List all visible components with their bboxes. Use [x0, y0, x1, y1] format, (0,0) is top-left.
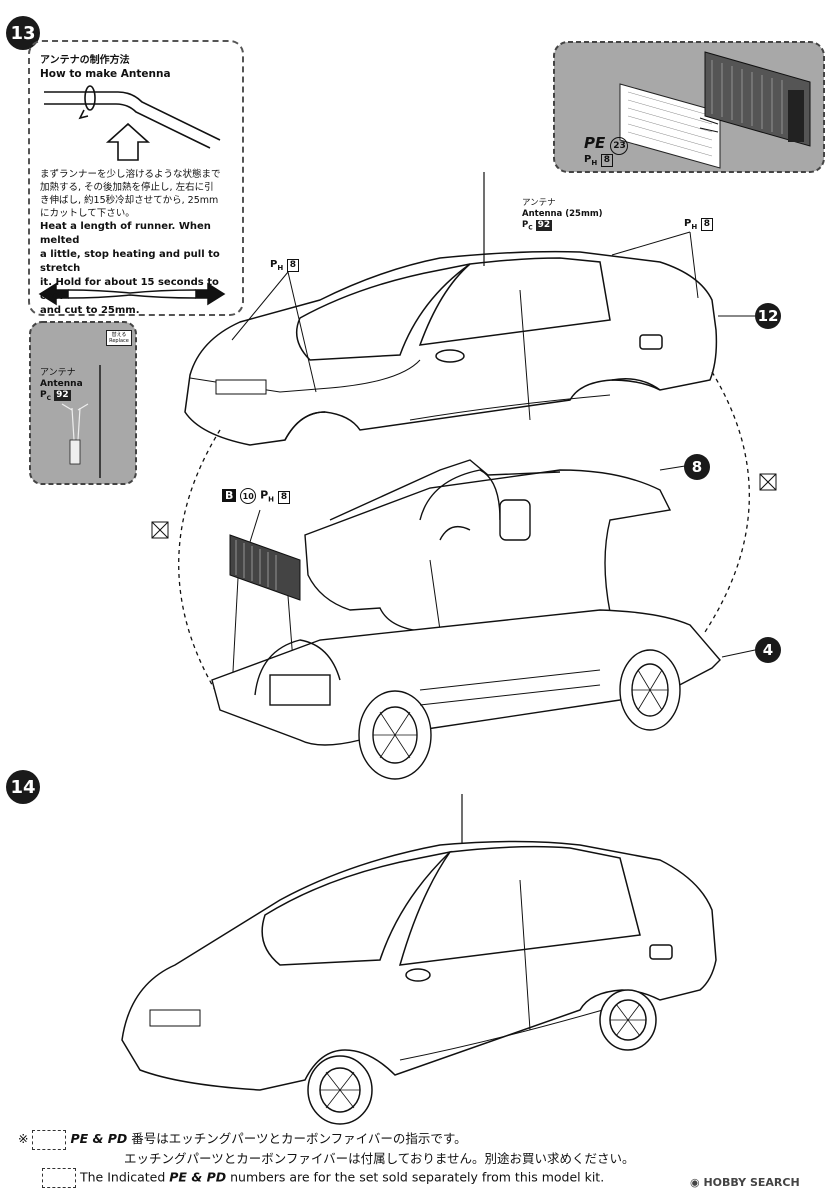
footer-line-3: The Indicated PE & PD numbers are for th…: [42, 1168, 604, 1188]
callout-12: 12: [755, 303, 781, 329]
footer-dashed-box-2: [42, 1168, 76, 1188]
footer-line-1: ※ PE & PD 番号はエッチングパーツとカーボンファイバーの指示です。: [18, 1128, 467, 1150]
step-14-badge: 14: [6, 770, 40, 804]
pe-grille-sheet: [619, 51, 811, 169]
antenna-body-jp: まずランナーを少し溶けるような状態まで 加熱する, その後加熱を停止し, 左右に…: [40, 169, 221, 219]
watermark-logo-icon: ◉: [690, 1176, 700, 1189]
chassis: [211, 609, 721, 780]
antenna-instruction-box: [28, 40, 244, 316]
interior-tub: [304, 459, 672, 633]
callout-8: 8: [684, 454, 710, 480]
footer-dashed-box-1: [32, 1129, 67, 1150]
car-complete-14: [121, 840, 717, 1125]
hobby-search-watermark: ◉ HOBBY SEARCH: [690, 1176, 800, 1189]
antenna-title-en: How to make Antenna: [40, 68, 171, 80]
antenna-body-en: Heat a length of runner. When melted a l…: [40, 221, 220, 316]
antenna-panel-label: アンテナ Antenna PC 92: [40, 368, 83, 402]
antenna-title-jp: アンテナの制作方法: [40, 55, 130, 66]
antenna-panel: [29, 321, 137, 485]
antenna-label: アンテナ Antenna (25mm) PC 92: [522, 198, 603, 232]
stretch-diagram: [38, 282, 226, 306]
runner-bend-diagram: [44, 85, 221, 161]
b10-ph8-label: B 10 PH 8: [222, 488, 291, 504]
step-13-badge: 13: [6, 16, 40, 50]
ph-8-left-label: PH 8: [270, 259, 299, 272]
pe-23-label: PE 23: [584, 134, 629, 155]
replace-tag: 替える Replace: [106, 330, 132, 346]
grille-part: [229, 534, 301, 701]
pe-ph-8-label: PH 8: [584, 154, 613, 167]
car-body-13: [184, 250, 718, 446]
ph-8-right-label: PH 8: [684, 218, 713, 231]
callout-4: 4: [755, 637, 781, 663]
no-glue-icon-right: [759, 473, 777, 491]
footer-line-2: エッチングパーツとカーボンファイバーは付属しておりません。別途お買い求めください…: [124, 1151, 635, 1166]
no-glue-icon-left: [151, 521, 169, 539]
